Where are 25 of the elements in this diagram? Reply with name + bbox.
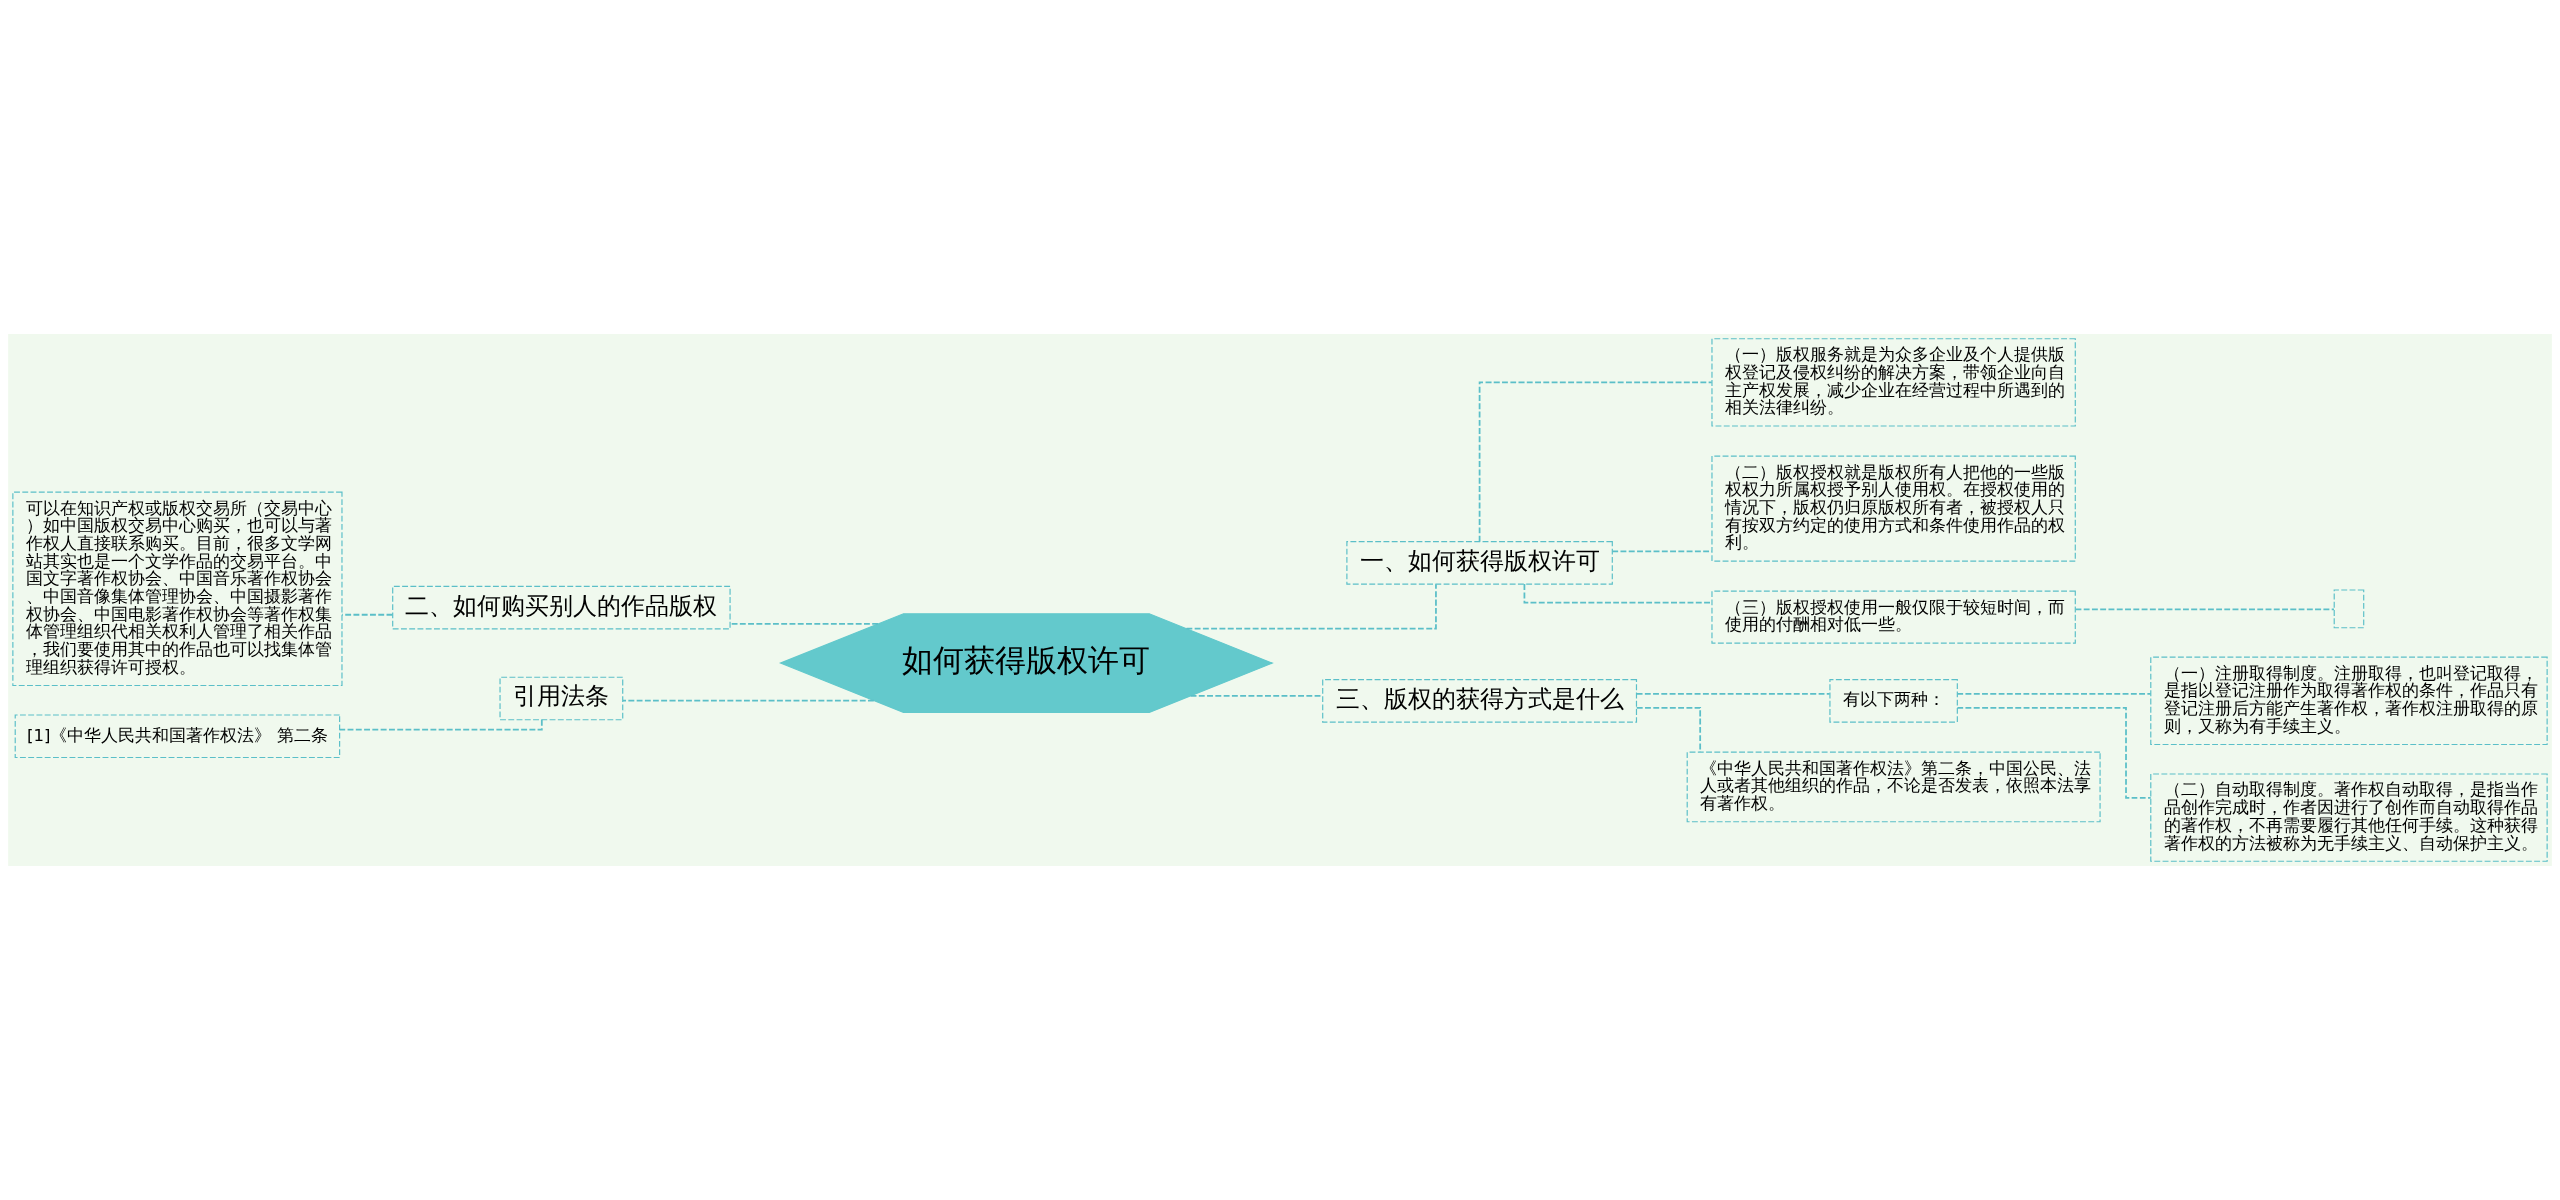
node-box: [1]《中华人民共和国著作权法》 第二条 [14, 714, 341, 759]
connector [1478, 381, 1713, 543]
connector [622, 699, 875, 702]
node-box: （三）版权授权使用一般仅限于较短时间，而使用的付酬相对低一些。 [1711, 590, 2076, 644]
connector [339, 718, 543, 731]
node-box: （二）版权授权就是版权所有人把他的一些版权权力所属权授予别人使用权。在授权使用的情况下，版权仍归原版权所有者，被授权人只有按双方约定的使用方式和条件使用作品的权利。 [1711, 455, 2076, 562]
node-box [2333, 589, 2365, 629]
connector [729, 623, 879, 625]
connector [2074, 608, 2335, 611]
node-box: 《中华人民共和国著作权法》第二条，中国公民、法人或者其他组织的作品，不论是否发表，依照本法享有著作权。 [1686, 751, 2101, 823]
connector [1635, 692, 1831, 695]
connector [341, 613, 394, 616]
node-box: 一、如何获得版权许可 [1346, 541, 1613, 585]
connector [1523, 583, 1713, 604]
node-box: 三、版权的获得方式是什么 [1322, 679, 1638, 723]
node-box: （一）版权服务就是为众多企业及个人提供版权登记及侵权纠纷的解决方案，带领企业向自主产权发展，减少企业在经营过程中所遇到的相关法律纠纷。 [1711, 338, 2076, 427]
node-box: 引用法条 [499, 676, 624, 721]
connector [1185, 583, 1437, 630]
node-box: 可以在知识产权或版权交易所（交易中心）如中国版权交易中心购买，也可以与著作权人直接联系购买。目前，很多文学网站其实也是一个文学作品的交易平台。中国文字著作权协会、中国音乐著作权协会、中国音像集体管理协会、中国摄影著作权协会、中国电影著作权协会等著作权集体管理组织代相关权利人管理了相关作品，我们要使用其中的作品也可以找集体管理组织获得许可授权。 [12, 491, 343, 687]
connector [1611, 550, 1713, 553]
node-box: （一）注册取得制度。注册取得，也叫登记取得，是指以登记注册作为取得著作权的条件，作品只有登记注册后方能产生著作权，著作权注册取得的原则，又称为有手续主义。 [2150, 656, 2548, 746]
node-box: （二）自动取得制度。著作权自动取得，是指当作品创作完成时，作者因进行了创作而自动取得作品的著作权，不再需要履行其他任何手续。这种获得著作权的方法被称为无手续主义、自动保护主义。 [2150, 773, 2548, 862]
connector [1956, 692, 2152, 695]
node-box: 二、如何购买别人的作品版权 [392, 585, 731, 630]
node-box: 有以下两种： [1829, 679, 1958, 723]
